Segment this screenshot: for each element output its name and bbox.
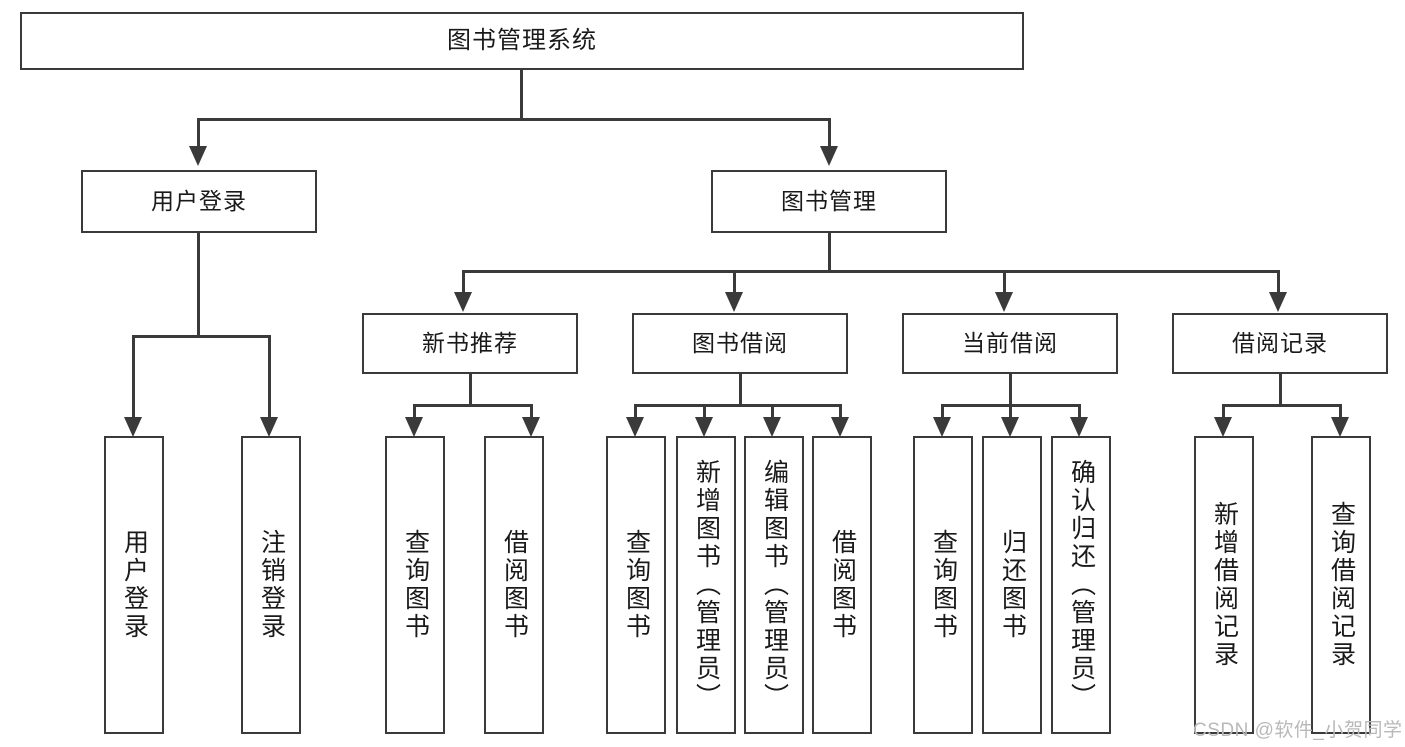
node-label: 用户登录 <box>120 529 149 641</box>
node-label: 归还图书 <box>998 529 1027 641</box>
node-label: 编辑图书（管理员） <box>760 459 789 711</box>
node-label: 图书管理系统 <box>447 27 597 55</box>
arrow-user-login-to-leaf-1 <box>124 417 142 437</box>
node-label: 用户登录 <box>151 188 247 215</box>
arrow-book-borrow-to-leaf-3 <box>763 417 781 437</box>
node-label: 查询借阅记录 <box>1327 501 1356 669</box>
arrow-book-manage-to-new-book <box>454 292 472 312</box>
connector-user-login-to-leaf-2 <box>268 335 271 417</box>
arrow-book-manage-to-book-borrow <box>725 292 743 312</box>
node-leaf-query-borrow-record[interactable]: 查询借阅记录 <box>1311 436 1371 734</box>
node-leaf-add-borrow-record[interactable]: 新增借阅记录 <box>1194 436 1254 734</box>
connector-new-book-to-leaf-1 <box>413 404 416 417</box>
node-label: 借阅图书 <box>828 529 857 641</box>
arrow-new-book-to-leaf-1 <box>405 417 423 437</box>
node-label: 图书借阅 <box>692 330 788 357</box>
node-leaf-query-book-recommend[interactable]: 查询图书 <box>385 436 445 734</box>
connector-book-borrow-stem <box>739 374 742 404</box>
connector-new-book-bus <box>413 404 533 407</box>
connector-root-bus <box>197 118 831 121</box>
arrow-current-borrow-to-leaf-2 <box>1001 417 1019 437</box>
node-leaf-confirm-return[interactable]: 确认归还（管理员） <box>1051 436 1111 734</box>
arrow-user-login-to-leaf-2 <box>260 417 278 437</box>
node-leaf-borrow-book[interactable]: 借阅图书 <box>812 436 872 734</box>
connector-book-borrow-to-leaf-4 <box>839 404 842 417</box>
node-leaf-return-book[interactable]: 归还图书 <box>982 436 1042 734</box>
node-label: 查询图书 <box>622 529 651 641</box>
node-leaf-query-book-borrow[interactable]: 查询图书 <box>606 436 666 734</box>
node-label: 新书推荐 <box>422 330 518 357</box>
node-new-book-recommend[interactable]: 新书推荐 <box>362 313 578 374</box>
connector-book-borrow-to-leaf-3 <box>771 404 774 417</box>
node-leaf-user-login[interactable]: 用户登录 <box>104 436 164 734</box>
connector-borrow-record-to-leaf-2 <box>1339 404 1342 417</box>
node-label: 查询图书 <box>401 529 430 641</box>
connector-book-manage-stem <box>828 233 831 270</box>
connector-current-borrow-to-leaf-3 <box>1078 404 1081 417</box>
connector-book-borrow-bus <box>634 404 842 407</box>
node-book-borrow[interactable]: 图书借阅 <box>632 313 848 374</box>
node-current-borrow[interactable]: 当前借阅 <box>902 313 1118 374</box>
node-label: 借阅图书 <box>500 529 529 641</box>
connector-root-to-book-manage <box>828 118 831 146</box>
connector-borrow-record-to-leaf-1 <box>1222 404 1225 417</box>
connector-user-login-to-leaf-1 <box>132 335 135 417</box>
arrow-book-borrow-to-leaf-2 <box>695 417 713 437</box>
node-label: 新增借阅记录 <box>1210 501 1239 669</box>
connector-current-borrow-stem <box>1009 374 1012 404</box>
arrow-root-to-user-login <box>189 146 207 166</box>
connector-book-borrow-to-leaf-1 <box>634 404 637 417</box>
node-leaf-edit-book[interactable]: 编辑图书（管理员） <box>744 436 804 734</box>
connector-book-manage-to-new-book <box>462 270 465 292</box>
arrow-current-borrow-to-leaf-1 <box>933 417 951 437</box>
node-label: 新增图书（管理员） <box>692 459 721 711</box>
connector-root-stem <box>520 70 523 118</box>
connector-new-book-to-leaf-2 <box>530 404 533 417</box>
connector-root-to-user-login <box>197 118 200 146</box>
arrow-current-borrow-to-leaf-3 <box>1070 417 1088 437</box>
arrow-book-manage-to-borrow-record <box>1269 292 1287 312</box>
node-leaf-add-book[interactable]: 新增图书（管理员） <box>676 436 736 734</box>
connector-user-login-stem <box>197 233 200 335</box>
arrow-borrow-record-to-leaf-2 <box>1331 417 1349 437</box>
node-borrow-record[interactable]: 借阅记录 <box>1172 313 1388 374</box>
connector-current-borrow-to-leaf-1 <box>941 404 944 417</box>
node-leaf-query-book-current[interactable]: 查询图书 <box>913 436 973 734</box>
connector-book-manage-bus <box>462 270 1280 273</box>
arrow-book-manage-to-current-borrow <box>995 292 1013 312</box>
node-label: 借阅记录 <box>1232 330 1328 357</box>
arrow-book-borrow-to-leaf-4 <box>831 417 849 437</box>
connector-borrow-record-stem <box>1279 374 1282 404</box>
connector-book-manage-to-book-borrow <box>733 270 736 292</box>
node-user-login[interactable]: 用户登录 <box>81 170 317 233</box>
node-label: 确认归还（管理员） <box>1067 459 1096 711</box>
node-leaf-logout-login[interactable]: 注销登录 <box>241 436 301 734</box>
arrow-new-book-to-leaf-2 <box>522 417 540 437</box>
csdn-watermark: CSDN @软件_小贺同学 <box>1193 720 1403 741</box>
connector-current-borrow-to-leaf-2 <box>1009 404 1012 417</box>
node-label: 注销登录 <box>257 529 286 641</box>
connector-user-login-bus <box>132 335 270 338</box>
node-book-management[interactable]: 图书管理 <box>711 170 947 233</box>
node-label: 当前借阅 <box>962 330 1058 357</box>
connector-borrow-record-bus <box>1222 404 1342 407</box>
node-label: 图书管理 <box>781 188 877 215</box>
connector-new-book-stem <box>469 374 472 404</box>
node-leaf-borrow-book-recommend[interactable]: 借阅图书 <box>484 436 544 734</box>
connector-book-manage-to-borrow-record <box>1277 270 1280 292</box>
node-label: 查询图书 <box>929 529 958 641</box>
arrow-root-to-book-manage <box>820 146 838 166</box>
arrow-book-borrow-to-leaf-1 <box>626 417 644 437</box>
connector-book-borrow-to-leaf-2 <box>703 404 706 417</box>
node-root-book-management-system[interactable]: 图书管理系统 <box>20 12 1024 70</box>
connector-book-manage-to-current-borrow <box>1003 270 1006 292</box>
arrow-borrow-record-to-leaf-1 <box>1214 417 1232 437</box>
